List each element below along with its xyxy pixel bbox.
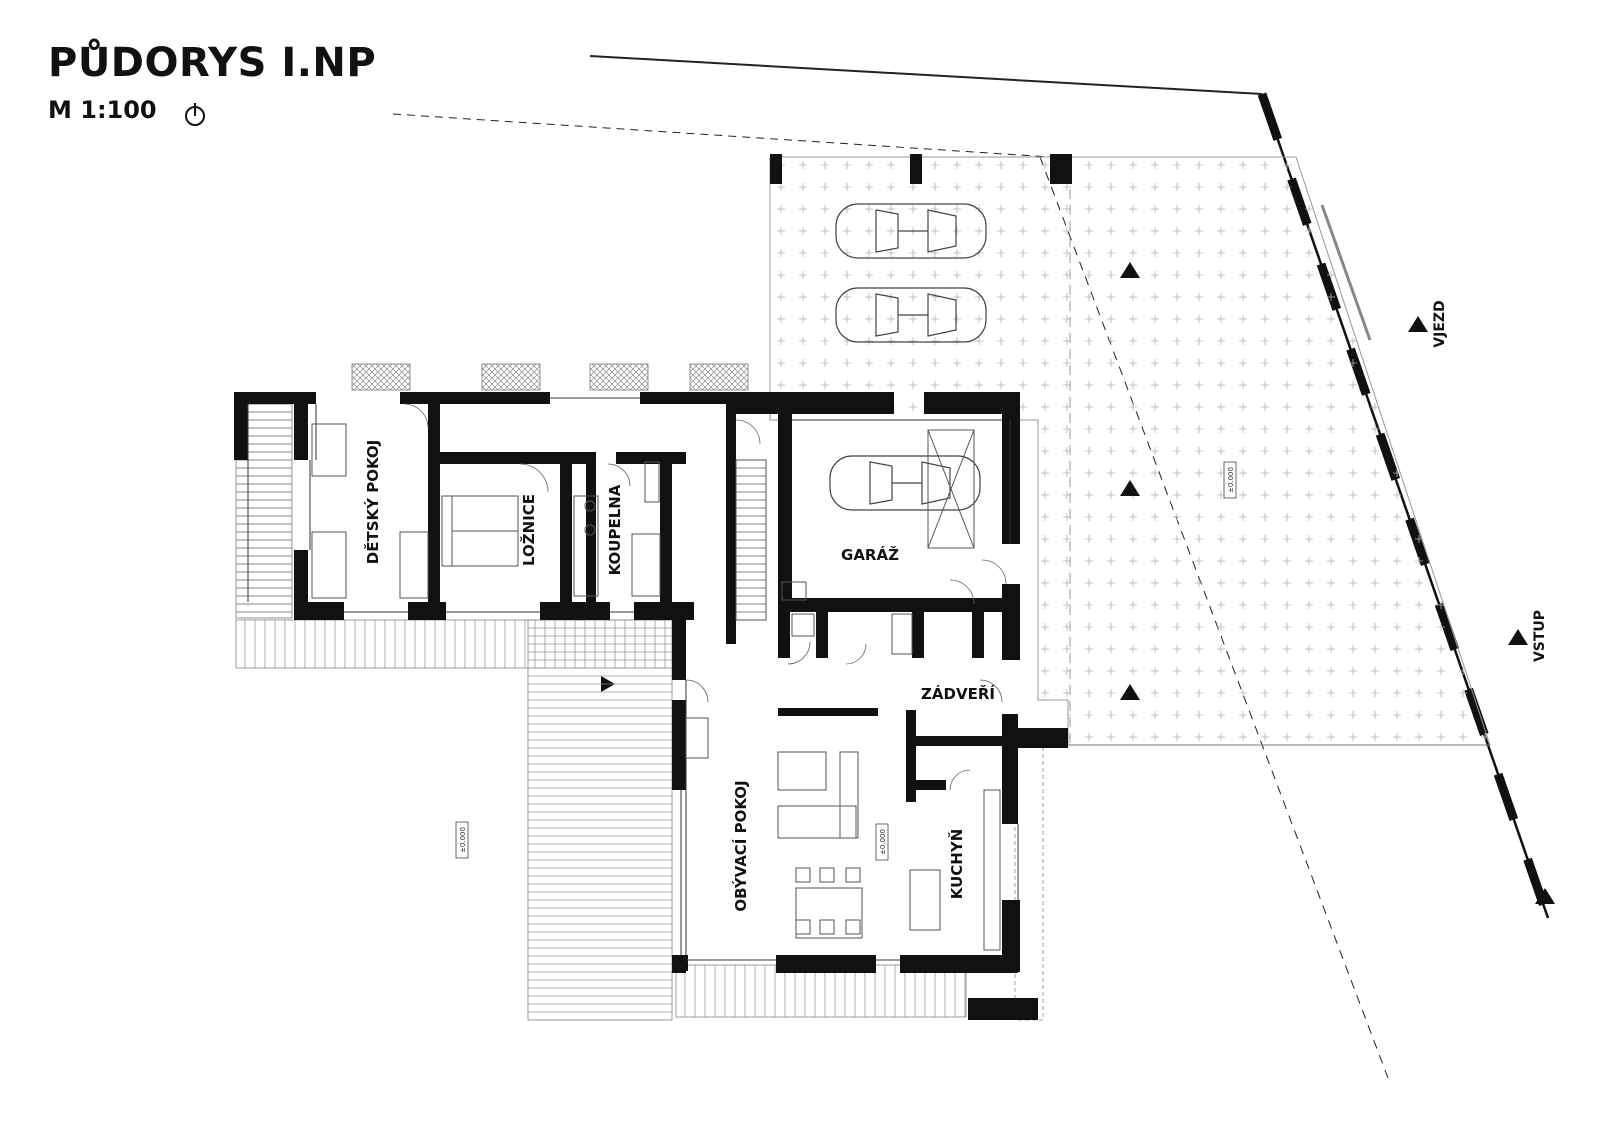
furniture: [311, 423, 1001, 951]
label-vjezd: VJEZD: [1432, 300, 1448, 347]
level-living: ±0.000: [879, 829, 887, 855]
label-vstup: VSTUP: [1532, 610, 1548, 662]
room-label-kuchyn: KUCHYŇ: [947, 829, 966, 900]
level-drive: ±0.000: [1227, 467, 1235, 493]
parked-cars: [829, 203, 987, 511]
level-markers: ±0.000 ±0.000 ±0.000: [455, 461, 1237, 861]
terrace-decking: [235, 403, 1044, 1021]
room-label-koupelna: KOUPELNA: [606, 484, 624, 575]
room-labels: DĚTSKÝ POKOJ LOŽNICE KOUPELNA GARÁŽ ZÁDV…: [363, 440, 995, 912]
room-label-loznice: LOŽNICE: [519, 494, 538, 566]
room-label-detsky-pokoj: DĚTSKÝ POKOJ: [363, 440, 382, 564]
north-arrow-icon: [185, 103, 205, 126]
level-garden: ±0.000: [459, 827, 467, 853]
site-labels: VJEZD VSTUP: [1432, 300, 1548, 662]
walls: [234, 392, 1068, 1020]
room-label-zadveri: ZÁDVEŘÍ: [921, 684, 995, 703]
page-title: PŮDORYS I.NP: [48, 40, 377, 86]
room-label-obyvaci-pokoj: OBÝVACÍ POKOJ: [731, 780, 750, 911]
doors: [403, 403, 1007, 791]
paved-driveway: [769, 154, 1491, 746]
room-label-garaz: GARÁŽ: [841, 545, 899, 564]
window-wells: [351, 363, 749, 391]
scale-label: M 1:100: [48, 96, 157, 124]
